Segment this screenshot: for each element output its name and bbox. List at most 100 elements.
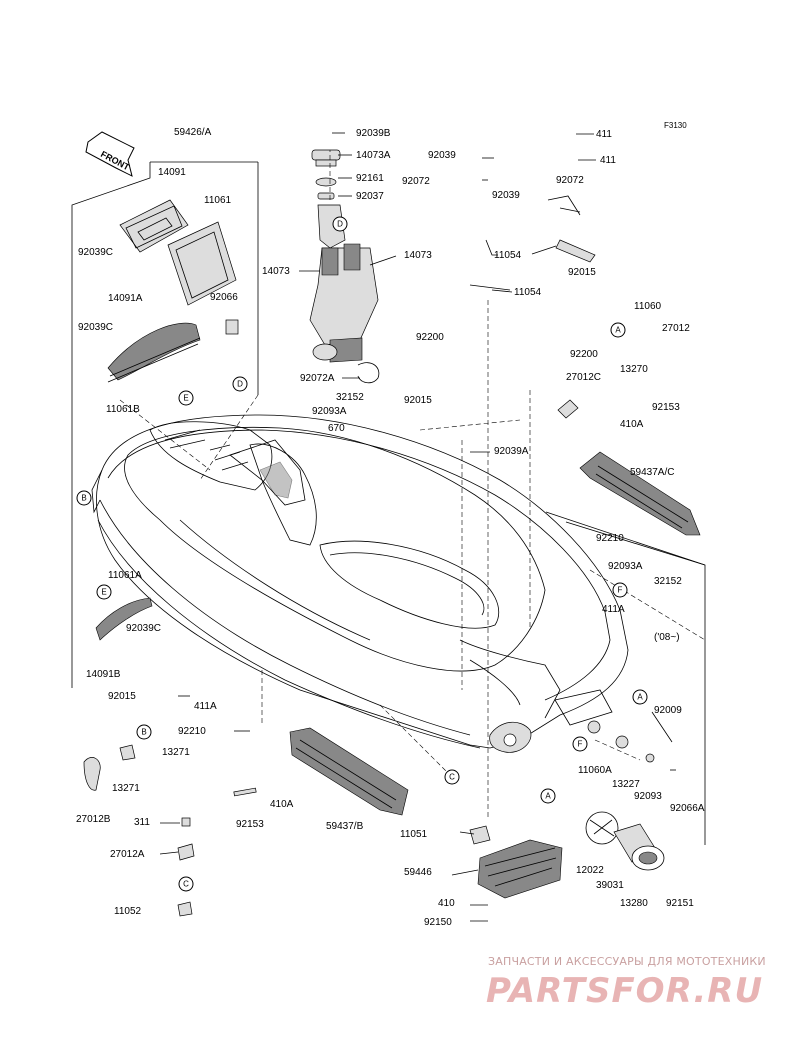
part-label: 27012C: [566, 372, 601, 383]
part-label: 92200: [570, 349, 598, 360]
part-label: 92037: [356, 191, 384, 202]
part-label: 13270: [620, 364, 648, 375]
part-label: 311: [134, 817, 150, 828]
part-label: 14073: [262, 266, 290, 277]
callout-c: C: [178, 876, 194, 892]
part-label: 11051: [400, 829, 428, 840]
svg-text:B: B: [81, 494, 86, 503]
part-label: 92039: [492, 190, 520, 201]
leader-lines: [159, 132, 676, 922]
part-label: 410A: [270, 799, 294, 810]
callout-f: F: [612, 582, 628, 598]
part-label: 92039C: [78, 247, 113, 258]
svg-text:D: D: [337, 220, 343, 229]
figure-code: F3130: [664, 121, 687, 130]
svg-text:A: A: [637, 693, 643, 702]
part-label: 411A: [602, 604, 625, 615]
part-label: 92066: [210, 292, 238, 303]
part-label: 92039C: [126, 623, 161, 634]
callout-d: D: [332, 216, 348, 232]
callout-c: C: [444, 769, 460, 785]
svg-text:D: D: [237, 380, 243, 389]
svg-text:C: C: [449, 773, 455, 782]
hull-body: [91, 414, 629, 753]
svg-text:A: A: [545, 792, 551, 801]
callout-b: B: [136, 724, 152, 740]
part-label: 92210: [596, 533, 624, 544]
part-label: 411: [596, 129, 612, 140]
part-label: 14073: [404, 250, 432, 261]
bottom-parts: [83, 727, 563, 917]
right-side-parts: [469, 195, 701, 871]
part-labels: 59426/A140911106192039C9206614091A92039C…: [76, 127, 705, 928]
part-label: 92066A: [670, 803, 705, 814]
callout-a: A: [540, 788, 556, 804]
part-label: 92015: [568, 267, 596, 278]
part-label: 92009: [654, 705, 682, 716]
callout-a: A: [632, 689, 648, 705]
part-label: 11060: [634, 301, 662, 312]
part-label: 32152: [336, 392, 364, 403]
part-label: 92093: [634, 791, 662, 802]
part-label: 92039A: [494, 446, 529, 457]
part-label: 92072A: [300, 373, 335, 384]
part-label: 27012B: [76, 814, 111, 825]
part-label: 13280: [620, 898, 648, 909]
callout-d: D: [232, 376, 248, 392]
callout-markers: A A A B B C C D D E E F F: [76, 216, 648, 892]
part-label: 92153: [652, 402, 680, 413]
part-label: 11054: [494, 250, 522, 261]
part-label: 92150: [424, 917, 452, 928]
svg-text:A: A: [615, 326, 621, 335]
part-label: 11054: [514, 287, 542, 298]
frame-right-top: [545, 511, 706, 566]
part-label: 92015: [404, 395, 432, 406]
reference-lines: [119, 150, 706, 820]
part-label: 12022: [576, 865, 604, 876]
part-label: 11060A: [578, 765, 612, 776]
part-label: 411A: [194, 701, 217, 712]
watermark-logo: PARTSFOR.RU: [486, 971, 763, 1011]
front-arrow-icon: FRONT: [85, 131, 135, 177]
part-label: 92015: [108, 691, 136, 702]
part-label: 59437A/C: [630, 467, 674, 478]
part-label: 92200: [416, 332, 444, 343]
part-label: 92093A: [608, 561, 643, 572]
svg-text:B: B: [141, 728, 146, 737]
callout-b: B: [76, 490, 92, 506]
part-label: 92161: [356, 173, 384, 184]
part-label: 410A: [620, 419, 644, 430]
part-label: 14091B: [86, 669, 121, 680]
part-label: 39031: [596, 880, 624, 891]
callout-a: A: [610, 322, 626, 338]
part-label: 27012: [662, 323, 690, 334]
callout-f: F: [572, 736, 588, 752]
part-label: 27012A: [110, 849, 145, 860]
year-note: ('08~): [654, 632, 680, 643]
part-label: 59437/B: [326, 821, 364, 832]
part-label: 13271: [162, 747, 190, 758]
part-label: 14073A: [356, 150, 391, 161]
part-label: 92072: [556, 175, 584, 186]
part-label: 14091A: [108, 293, 143, 304]
part-label: 59446: [404, 867, 432, 878]
svg-text:E: E: [101, 588, 106, 597]
svg-text:C: C: [183, 880, 189, 889]
part-label: 59426/A: [174, 127, 212, 138]
part-label: 13227: [612, 779, 640, 790]
svg-text:F: F: [618, 586, 623, 595]
part-label: 92153: [236, 819, 264, 830]
part-label: 11061: [204, 195, 232, 206]
part-label: 410: [438, 898, 455, 909]
watermark-tagline: ЗАПЧАСТИ И АКСЕССУАРЫ ДЛЯ МОТОТЕХНИКИ: [488, 955, 766, 968]
callout-e: E: [96, 584, 112, 600]
callout-e: E: [178, 390, 194, 406]
part-label: 92151: [666, 898, 694, 909]
part-label: 92072: [402, 176, 430, 187]
part-label: 92093A: [312, 406, 347, 417]
part-label: 13271: [112, 783, 140, 794]
part-label: 92039C: [78, 322, 113, 333]
intake-duct: [309, 149, 380, 384]
part-label: 32152: [654, 576, 682, 587]
svg-text:F: F: [578, 740, 583, 749]
